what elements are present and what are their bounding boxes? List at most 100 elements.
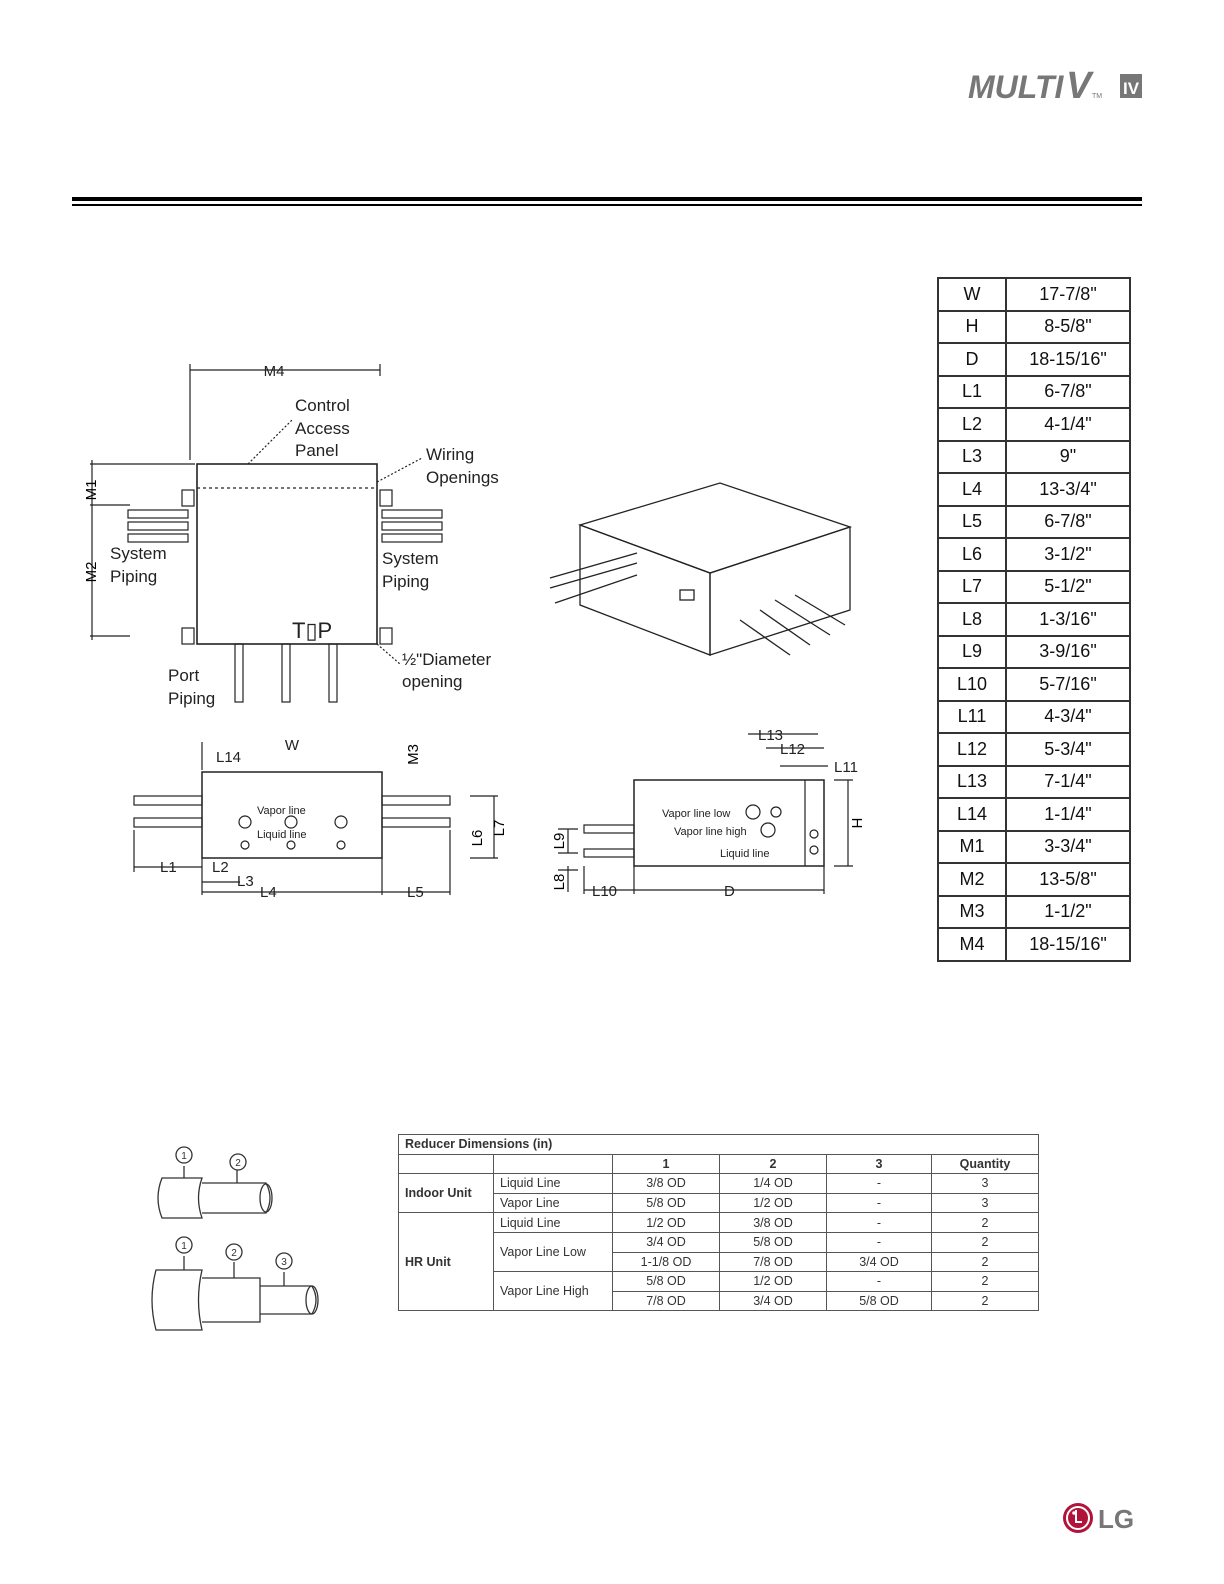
row-c2: 7/8 OD: [719, 1251, 827, 1273]
icon-num-2a: 2: [235, 1158, 241, 1169]
l10-label: L10: [592, 883, 617, 900]
dimension-value: 3-3/4": [1005, 829, 1131, 864]
dimension-key: W: [937, 277, 1007, 312]
dimension-key: L13: [937, 764, 1007, 799]
row-qty: 2: [931, 1212, 1039, 1233]
side-view-drawing: L13 L12 L11 Vapor line low Vapor line hi…: [551, 727, 865, 900]
dimension-key: L12: [937, 732, 1007, 767]
brand-multi: MULTI: [968, 69, 1064, 105]
row-c1: 5/8 OD: [612, 1271, 720, 1292]
vapor-line-high-label: Vapor line high: [674, 826, 747, 838]
reducer-2-step-3-marker: [275, 1252, 293, 1270]
reducer-table-caption: Reducer Dimensions (in): [398, 1134, 1039, 1155]
dimension-value: 18-15/16": [1005, 342, 1131, 377]
dimension-value: 8-5/8": [1005, 309, 1131, 344]
wiring-label-1: Wiring: [426, 445, 474, 464]
row-c3: 5/8 OD: [826, 1290, 932, 1312]
indoor-unit-label: Indoor Unit: [398, 1173, 494, 1214]
dimension-key: L8: [937, 602, 1007, 637]
dimension-key: M3: [937, 894, 1007, 929]
port-piping-2: Piping: [168, 689, 215, 708]
l1-label: L1: [160, 859, 177, 876]
liquid-line-label: Liquid line: [257, 829, 307, 841]
opening-label-2: opening: [402, 672, 463, 691]
side-liquid-line-label: Liquid line: [720, 848, 770, 860]
wiring-label-2: Openings: [426, 468, 499, 487]
l2-label: L2: [212, 859, 229, 876]
row-qty: 3: [931, 1173, 1039, 1194]
dimension-key: L3: [937, 439, 1007, 474]
d-label: D: [724, 883, 735, 900]
dimension-key: L10: [937, 667, 1007, 702]
row-qty: 2: [931, 1271, 1039, 1292]
dimension-value: 9": [1005, 439, 1131, 474]
table-row: Vapor Line High 5/8 OD 1/2 OD - 2: [399, 1271, 1039, 1312]
row-qty: 3: [931, 1192, 1039, 1214]
vapor-line-low-label: Vapor line low: [662, 808, 730, 820]
l8-label: L8: [551, 874, 568, 891]
dimension-value: 4-3/4": [1005, 699, 1131, 734]
row-line: Vapor Line Low: [493, 1231, 613, 1273]
m4-label: M4: [264, 363, 285, 380]
col-header-1: 1: [612, 1153, 720, 1175]
dimension-value: 3-1/2": [1005, 537, 1131, 572]
h-label: H: [848, 818, 865, 829]
row-qty: 2: [931, 1231, 1039, 1253]
icon-num-3b: 3: [281, 1257, 287, 1268]
row-c1: 5/8 OD: [612, 1192, 720, 1214]
row-c3: -: [826, 1192, 932, 1214]
m1-label: M1: [83, 480, 100, 501]
row-c1: 1/2 OD: [612, 1212, 720, 1233]
reducer-2-step-2-marker: [225, 1243, 243, 1261]
system-piping-right-1: System: [382, 549, 439, 568]
vapor-line-label: Vapor line: [257, 805, 306, 817]
dimension-value: 3-9/16": [1005, 634, 1131, 669]
dimension-key: L14: [937, 797, 1007, 832]
top-label: T▯P: [292, 618, 332, 643]
l11-label: L11: [834, 759, 858, 776]
row-c2: 3/8 OD: [719, 1212, 827, 1233]
row-c1: 1-1/8 OD: [612, 1251, 720, 1273]
dimension-value: 4-1/4": [1005, 407, 1131, 442]
system-piping-left-2: Piping: [110, 567, 157, 586]
table-row: Indoor Unit Liquid Line 3/8 OD 1/4 OD - …: [398, 1173, 1039, 1214]
row-c2: 5/8 OD: [719, 1231, 827, 1253]
dimension-key: L7: [937, 569, 1007, 604]
top-view-drawing: M4 Control Access Panel Wiring Openings …: [83, 363, 499, 708]
reducer-2-step-1-marker: [175, 1236, 193, 1254]
system-piping-left-1: System: [110, 544, 167, 563]
control-label-2: Access: [295, 419, 350, 438]
dimension-value: 6-7/8": [1005, 504, 1131, 539]
reducer-dimensions-table: Reducer Dimensions (in) 1 2 3 Quantity I…: [398, 1134, 1039, 1312]
row-c2: 1/4 OD: [719, 1173, 827, 1194]
icon-num-1b: 1: [181, 1241, 187, 1252]
dimension-value: 13-5/8": [1005, 862, 1131, 897]
opening-label-1: ½"Diameter: [402, 650, 492, 669]
lg-logo: LG: [1062, 1500, 1146, 1536]
dimension-value: 5-3/4": [1005, 732, 1131, 767]
control-label-3: Panel: [295, 441, 338, 460]
reducer-1-step-1-marker: [175, 1146, 193, 1164]
col-header-2: 2: [719, 1153, 827, 1175]
dimension-value: 18-15/16": [1005, 927, 1131, 962]
dimension-key: L11: [937, 699, 1007, 734]
icon-num-2b: 2: [231, 1248, 237, 1259]
dimension-value: 5-1/2": [1005, 569, 1131, 604]
row-c3: -: [826, 1271, 932, 1292]
dimension-key: L1: [937, 374, 1007, 409]
reducer-icons: 1 2 1 2 3: [151, 1146, 319, 1331]
